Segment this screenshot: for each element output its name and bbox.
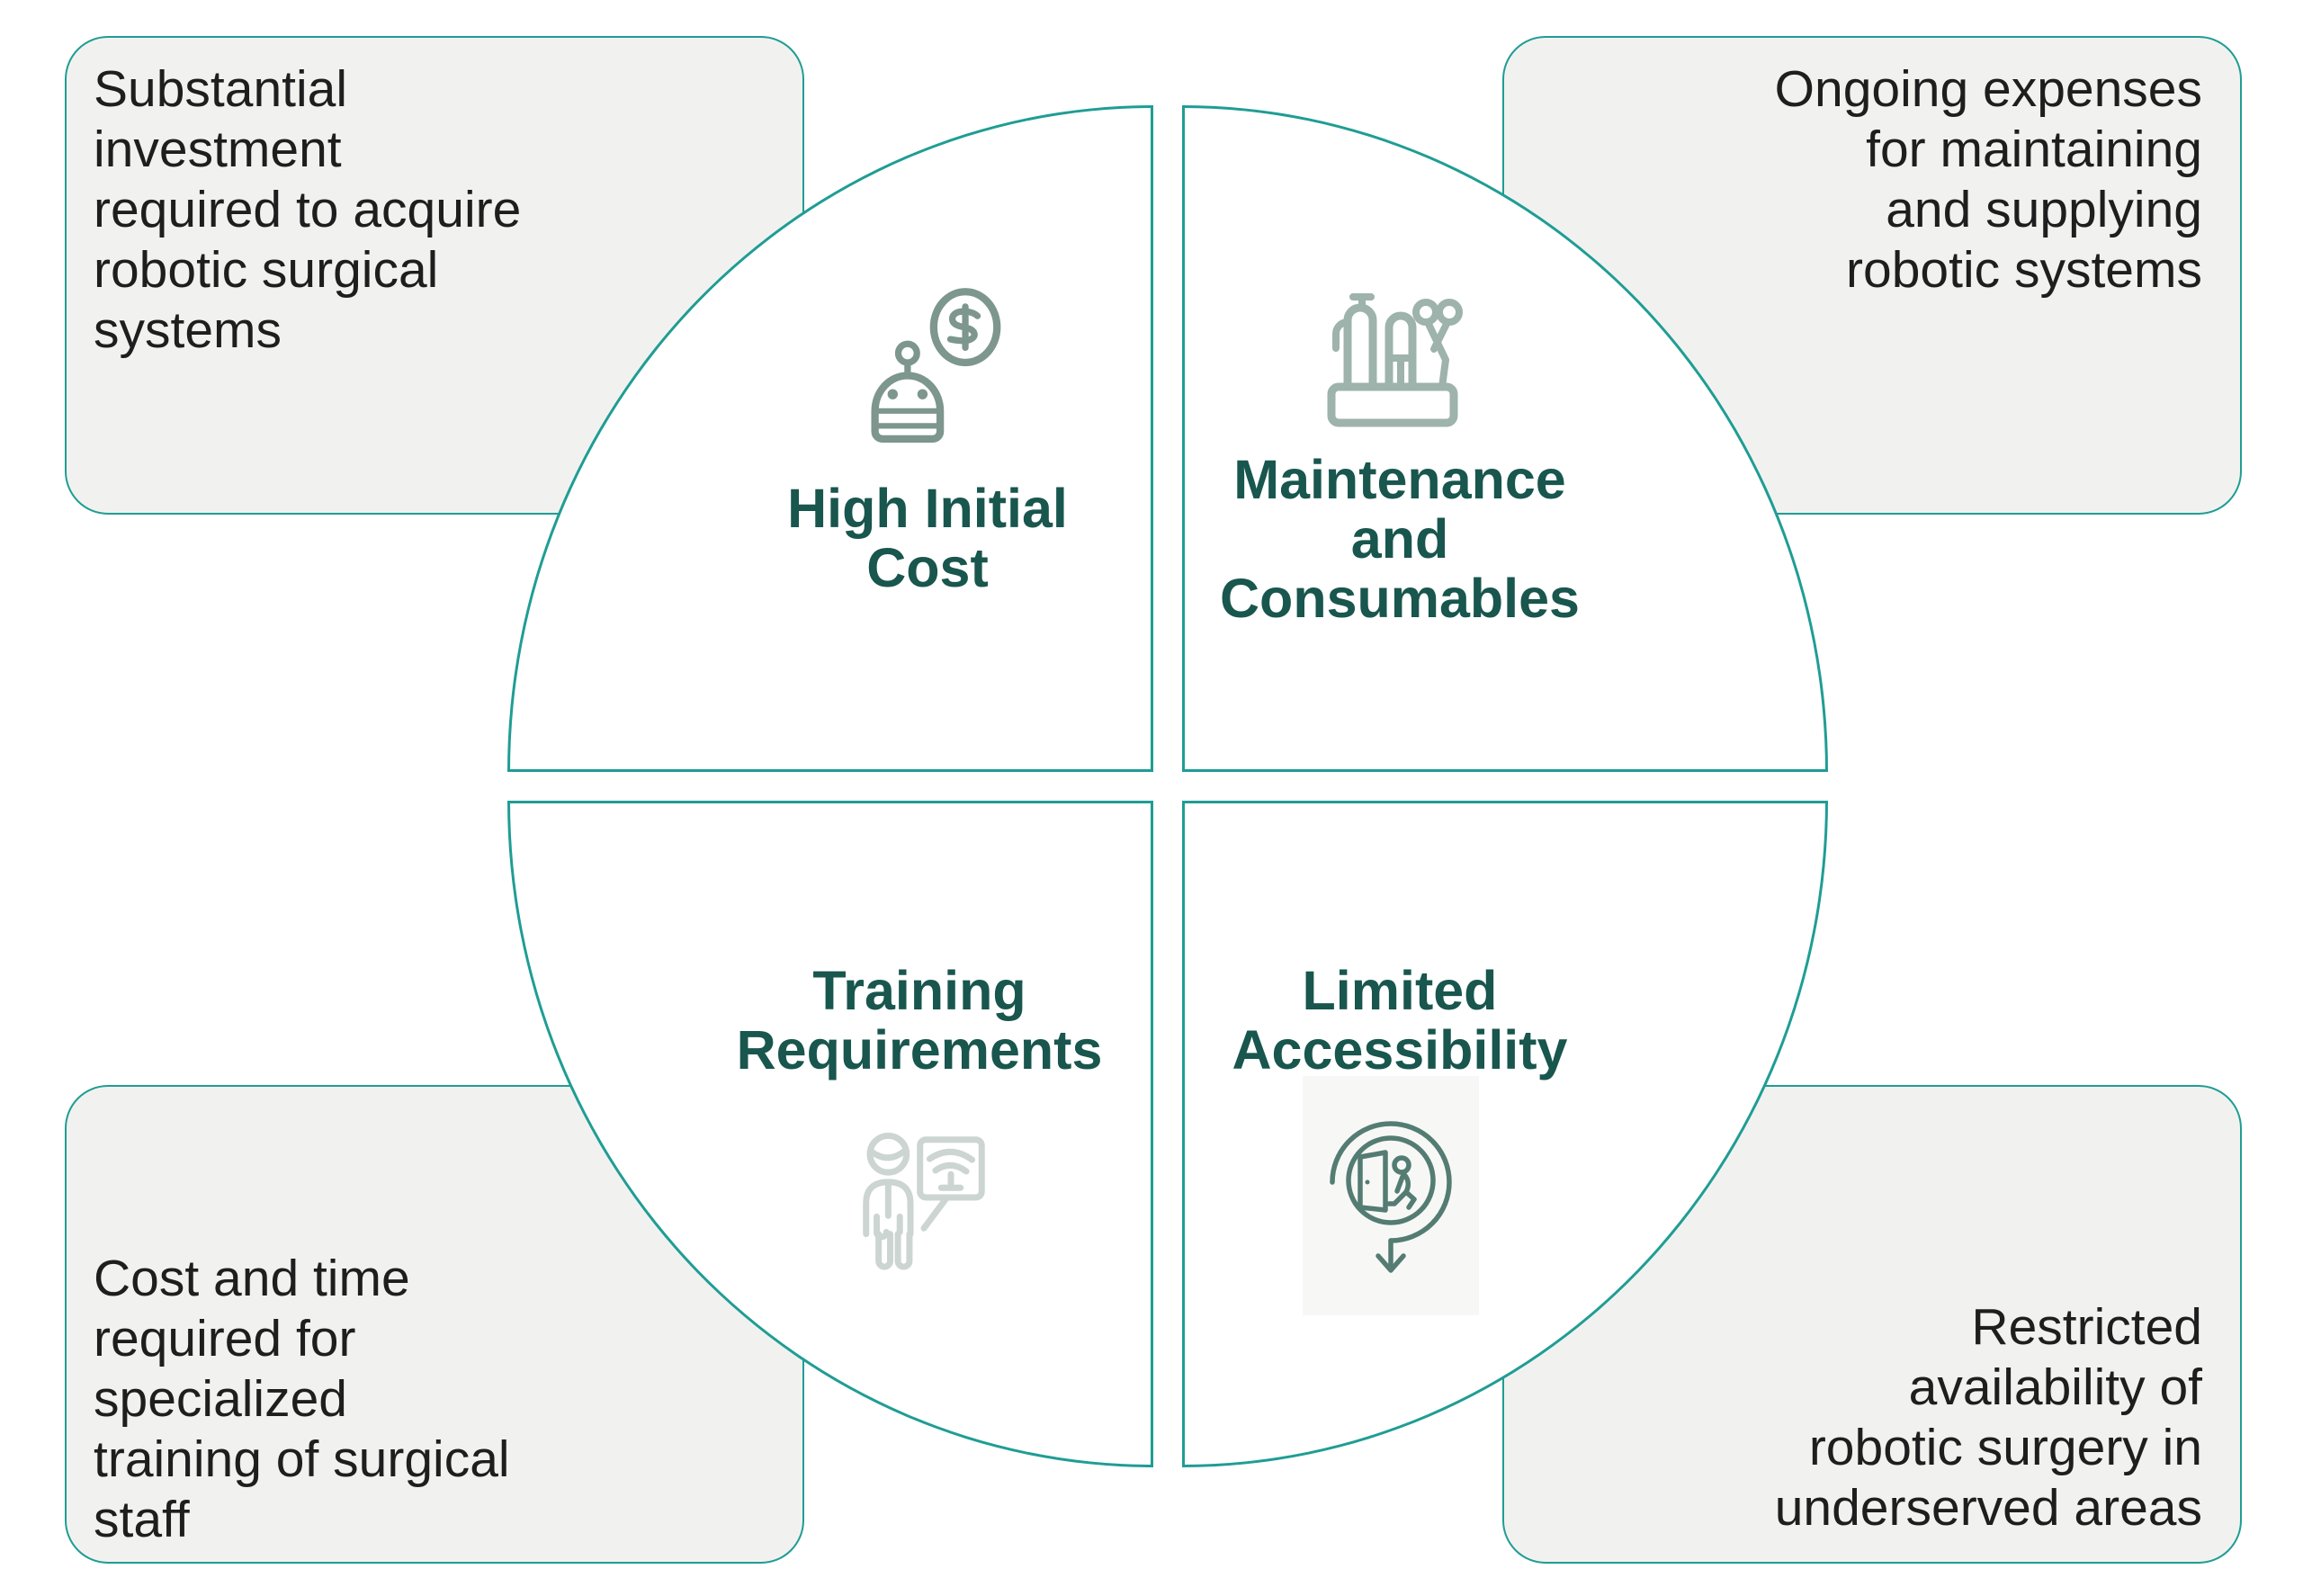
callout-line: underserved areas <box>1774 1479 2202 1537</box>
quadrant-title-line: Consumables <box>1220 568 1580 629</box>
callout-line: Ongoing expenses <box>1774 60 2202 118</box>
callout-line: investment <box>94 121 342 178</box>
callout-line: staff <box>94 1491 190 1548</box>
callout-text-bottom-left: Cost and time required for specialized t… <box>94 1249 510 1550</box>
quadrant-title-line: Maintenance <box>1233 449 1566 510</box>
callout-text-top-right: Ongoing expenses for maintaining and sup… <box>1775 59 2202 300</box>
quadrant-title-limited-accessibility: Limited Accessibility <box>1175 961 1625 1080</box>
callout-text-top-left: Substantial investment required to acqui… <box>94 59 521 361</box>
quadrant-title-training-requirements: Training Requirements <box>694 961 1144 1080</box>
surgical-tools-icon <box>1321 270 1465 432</box>
quadrant-title-maintenance-consumables: Maintenance and Consumables <box>1175 450 1625 628</box>
quadrant-title-line: High Initial <box>787 478 1068 539</box>
quadrant-title-line: Accessibility <box>1232 1019 1568 1080</box>
quadrant-title-line: Training <box>812 960 1026 1021</box>
callout-line: robotic systems <box>1846 241 2202 299</box>
quadrant-title-line: Cost <box>866 537 989 598</box>
quadrant-title-high-initial-cost: High Initial Cost <box>703 479 1152 597</box>
callout-line: Substantial <box>94 60 348 118</box>
callout-line: training of surgical <box>94 1430 510 1488</box>
callout-line: availability of <box>1908 1358 2202 1416</box>
callout-line: specialized <box>94 1370 347 1428</box>
quadrant-title-line: Requirements <box>736 1019 1103 1080</box>
trainer-presentation-icon <box>856 1130 991 1279</box>
callout-line: Cost and time <box>94 1250 410 1307</box>
callout-line: required for <box>94 1310 356 1367</box>
callout-line: robotic surgery in <box>1808 1419 2202 1476</box>
callout-line: required to acquire <box>94 181 522 238</box>
limited-access-door-icon <box>1303 1076 1479 1315</box>
callout-line: and supplying <box>1886 181 2202 238</box>
callout-line: robotic surgical <box>94 241 439 299</box>
quadrant-title-line: Limited <box>1302 960 1498 1021</box>
callout-text-bottom-right: Restricted availability of robotic surge… <box>1775 1297 2202 1538</box>
quadrant-title-line: and <box>1350 508 1449 569</box>
callout-line: for maintaining <box>1866 121 2202 178</box>
callout-line: Restricted <box>1971 1298 2202 1356</box>
robot-dollar-icon <box>870 284 1005 443</box>
callout-line: systems <box>94 301 282 359</box>
